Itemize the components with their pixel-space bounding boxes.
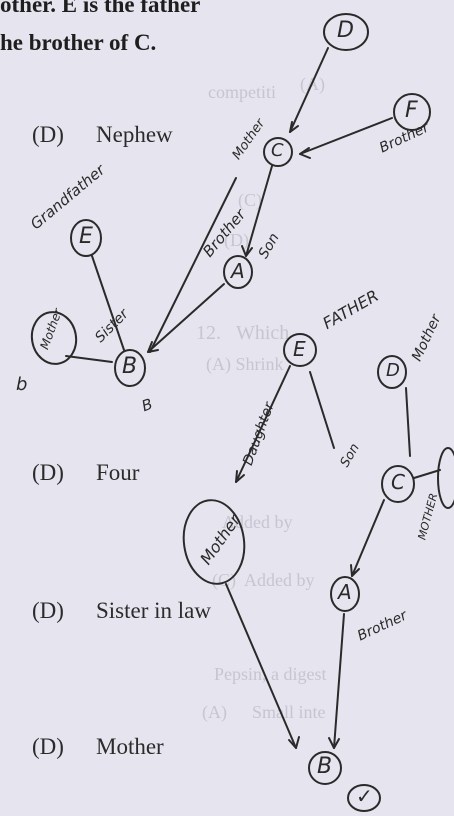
node-circle	[283, 333, 317, 367]
option-letter: (D)	[32, 460, 64, 485]
tree-arrow	[245, 165, 273, 257]
node-circle	[323, 13, 369, 51]
option-text: Mother	[96, 734, 164, 759]
arrowhead	[289, 121, 299, 133]
node-circle	[70, 219, 102, 257]
node-circle	[182, 499, 246, 585]
node-circle	[377, 355, 407, 389]
tree-arrow	[235, 365, 291, 483]
node-circle	[393, 93, 431, 131]
arrowhead	[350, 564, 360, 577]
hw-node-letter: D	[337, 18, 354, 43]
bg-text: competiti	[208, 82, 276, 102]
tree-arrow	[225, 583, 297, 749]
hw-node-letter: C	[391, 470, 405, 494]
hw-node-letter: E	[79, 224, 93, 249]
hw-node-letter: E	[293, 337, 306, 361]
bg-text: (A)	[202, 702, 227, 722]
tree-line	[405, 387, 411, 457]
tree-line	[149, 177, 237, 353]
tree-line	[65, 355, 113, 363]
hw-node-letter: D	[386, 360, 400, 381]
bg-text: 12.	[196, 322, 221, 344]
hw-node-letter: A	[338, 580, 352, 604]
bg-text: (A) Shrink	[206, 354, 284, 374]
arrowhead	[147, 341, 159, 353]
arrowhead	[235, 470, 245, 483]
hw-check: ✓	[356, 784, 373, 808]
hw-label: b	[16, 374, 28, 395]
node-circle	[30, 311, 78, 365]
question-line-2: he brother of C.	[0, 30, 157, 55]
question-line-1: other. E is the father	[0, 0, 201, 17]
option-letter: (D)	[32, 122, 64, 147]
node-circle	[381, 465, 415, 503]
tree-arrow	[147, 283, 225, 353]
node-circle	[114, 349, 146, 387]
tree-arrow	[289, 47, 329, 133]
node-circle	[223, 255, 253, 289]
node-circle	[330, 576, 360, 612]
hw-node-letter: B	[122, 354, 138, 379]
tree-arrow	[413, 469, 441, 479]
hw-node-letter: B	[317, 754, 333, 779]
option-d-mother: (D) Mother	[32, 734, 164, 760]
arrowhead	[288, 736, 300, 749]
option-text: Four	[96, 460, 140, 485]
check-circle	[347, 784, 381, 812]
bg-text: (D)	[224, 230, 249, 250]
option-d-four: (D) Four	[32, 460, 139, 486]
hw-node-letter: F	[405, 98, 418, 123]
tree-arrow	[299, 117, 393, 155]
bg-text: Pepsin, a digest	[214, 664, 327, 684]
option-letter: (D)	[32, 734, 64, 759]
hw-node-letter: A	[231, 259, 245, 283]
bg-text: (C)	[212, 570, 236, 590]
option-letter: (D)	[32, 598, 64, 623]
bg-text: (C)	[238, 190, 262, 210]
tree-line	[309, 371, 335, 449]
hw-node-letter: C	[271, 140, 284, 161]
node-circle	[437, 447, 454, 509]
arrowhead	[299, 147, 311, 159]
option-d-sister-in-law: (D) Sister in law	[32, 598, 211, 624]
bg-text: Added by	[222, 512, 293, 532]
option-d-nephew: (D) Nephew	[32, 122, 173, 148]
node-circle	[308, 751, 342, 785]
tree-arrow	[351, 499, 385, 577]
option-text: Nephew	[96, 122, 173, 147]
option-text: Sister in law	[96, 598, 211, 623]
node-circle	[263, 137, 293, 167]
tree-line	[91, 255, 125, 351]
bg-text: Added by	[244, 570, 315, 590]
tree-arrow	[333, 613, 345, 749]
arrowhead	[328, 737, 340, 749]
bg-text: Small inte	[252, 702, 326, 722]
bg-text: Which	[236, 322, 290, 344]
arrowhead	[241, 245, 253, 257]
